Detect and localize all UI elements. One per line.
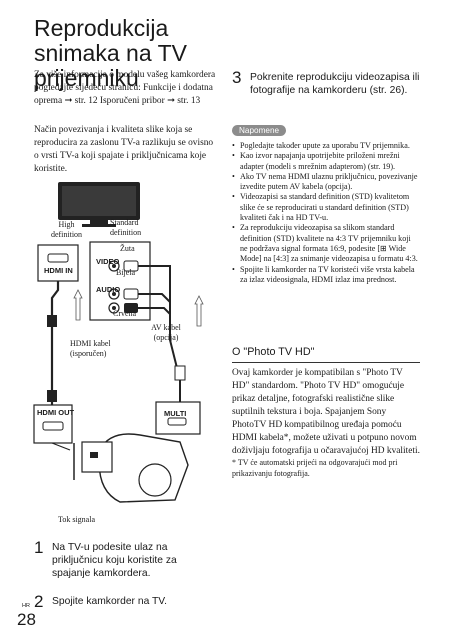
label-high-definition: High definition xyxy=(50,220,83,239)
notes-badge: Napomene xyxy=(232,125,287,136)
label-zuta: Žuta xyxy=(120,244,135,253)
label-bijela: Bijela xyxy=(116,268,136,277)
label-multi: MULTI xyxy=(164,409,187,418)
connection-diagram xyxy=(33,182,204,503)
label-crvena: Crvena xyxy=(113,309,137,318)
photo-tv-hd-text: Ovaj kamkorder je kompatibilan s "Photo … xyxy=(232,368,420,456)
note-item: Kao izvor napajanja upotrijebite prilože… xyxy=(232,151,420,172)
label-hdmi-out: HDMI OUT xyxy=(37,408,75,417)
label-video: VIDEO xyxy=(96,257,120,266)
camcorder-illustration xyxy=(51,433,189,503)
note-item: Spojite li kamkorder na TV koristeći viš… xyxy=(232,265,420,286)
page-language: HR xyxy=(22,603,30,609)
intro-text: Za više informacija o modelu vašeg kamko… xyxy=(34,70,216,106)
connection-text: Način povezivanja i kvaliteta slike koja… xyxy=(34,125,214,174)
notes-list: Pogledajte također upute za uporabu TV p… xyxy=(232,141,420,285)
step-1-text: Na TV-u podesite ulaz na priključnicu ko… xyxy=(52,542,177,579)
note-item: Videozapisi sa standard definition (STD)… xyxy=(232,192,420,223)
label-hdmi-in: HDMI IN xyxy=(44,266,73,275)
step-2-number: 2 xyxy=(34,592,44,611)
photo-tv-hd-footnote: * TV će automatski prijeći na odgovaraju… xyxy=(232,458,398,478)
note-item: Ako TV nema HDMI ulaznu priključnicu, po… xyxy=(232,172,420,193)
step-2-text: Spojite kamkorder na TV. xyxy=(52,596,168,607)
label-hdmi-cable: HDMI kabel (isporučen) xyxy=(70,339,111,358)
photo-tv-hd-heading: O "Photo TV HD" xyxy=(232,346,420,363)
signal-flow-legend: Tok signala xyxy=(58,515,95,524)
note-item: Pogledajte također upute za uporabu TV p… xyxy=(232,141,420,152)
step-1-number: 1 xyxy=(34,538,44,557)
page-title: Reprodukcija snimaka na TV prijemniku xyxy=(34,15,187,91)
page-number: 28 xyxy=(17,610,36,629)
note-item: Za reprodukciju videozapisa sa slikom st… xyxy=(232,223,420,264)
step-3-text: Pokrenite reprodukciju videozapisa ili f… xyxy=(250,72,420,96)
label-standard-definition: Standard definition xyxy=(110,218,142,237)
label-audio: AUDIO xyxy=(96,285,121,294)
tv-illustration xyxy=(58,182,140,227)
label-av-cable: AV kabel (opcija) xyxy=(151,323,181,342)
step-3-number: 3 xyxy=(232,68,242,87)
